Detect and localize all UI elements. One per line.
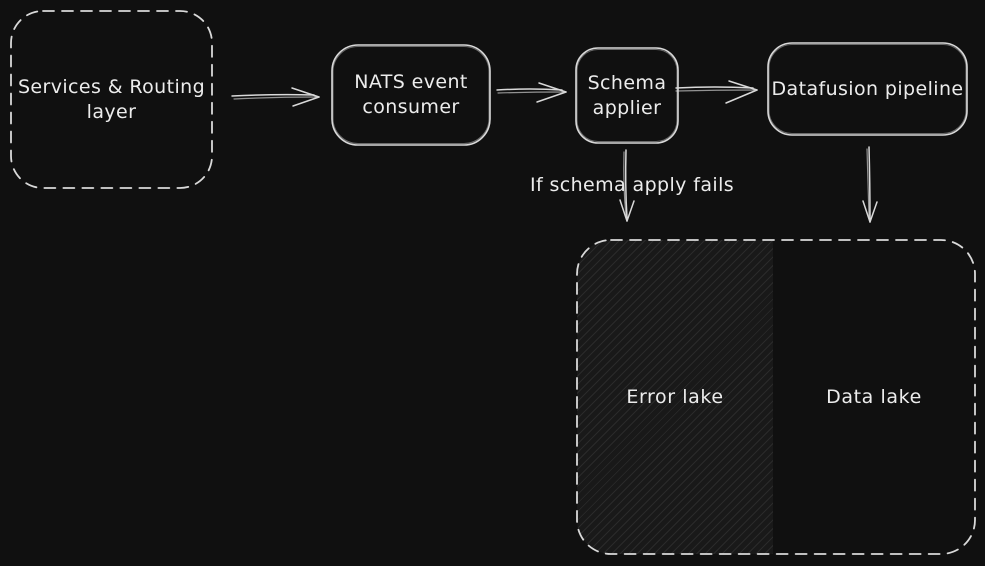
services-routing-node[interactable]: Services & Routing layer — [11, 11, 212, 188]
arrow-nats-to-schema[interactable] — [496, 82, 567, 103]
schema-applier-node[interactable]: Schema applier — [576, 48, 678, 143]
failure-condition-text: If schema apply fails — [529, 174, 735, 196]
datafusion-pipeline-label: Datafusion pipeline — [771, 77, 964, 100]
arrow-schema-to-datafusion[interactable] — [675, 80, 758, 104]
datafusion-pipeline-node[interactable]: Datafusion pipeline — [768, 43, 967, 135]
nats-consumer-node[interactable]: NATS event consumer — [332, 45, 490, 145]
data-lake-region[interactable]: Data lake — [773, 240, 975, 554]
schema-applier-label: Schema applier — [587, 71, 667, 119]
services-routing-label: Services & Routing layer — [17, 75, 206, 123]
error-lake-label: Error lake — [626, 386, 724, 408]
error-lake-region[interactable]: Error lake — [577, 240, 773, 554]
data-lake-label: Data lake — [826, 386, 922, 408]
failure-condition-label[interactable]: If schema apply fails — [522, 174, 742, 196]
arrow-datafusion-to-data-lake[interactable] — [862, 146, 878, 223]
arrow-services-to-nats[interactable] — [231, 87, 320, 107]
lake-container-node[interactable]: Error lake Data lake — [577, 240, 975, 554]
nats-consumer-label: NATS event consumer — [354, 71, 468, 118]
